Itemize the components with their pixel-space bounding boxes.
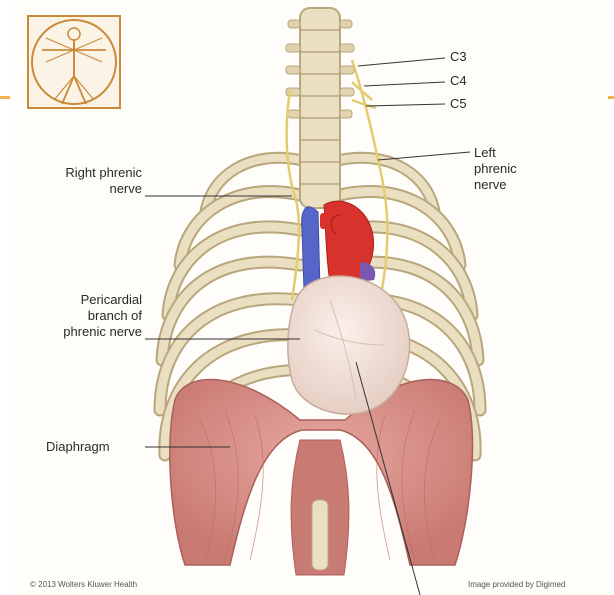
label-diaphragm: Diaphragm [46,439,110,455]
vitruvian-man-icon [28,16,120,108]
copyright-credit: © 2013 Wolters Kluwer Health [30,580,137,589]
label-c4: C4 [450,73,467,89]
label-right-phrenic-nerve: Right phrenic nerve [20,165,142,197]
spine [286,8,354,208]
label-left-phrenic-nerve: Left phrenic nerve [474,145,517,193]
heart-pericardium [288,276,410,414]
image-source-credit: Image provided by Digimed [468,580,565,589]
label-pericardial-branch: Pericardial branch of phrenic nerve [20,292,142,340]
label-c3: C3 [450,49,467,65]
label-c5: C5 [450,96,467,112]
